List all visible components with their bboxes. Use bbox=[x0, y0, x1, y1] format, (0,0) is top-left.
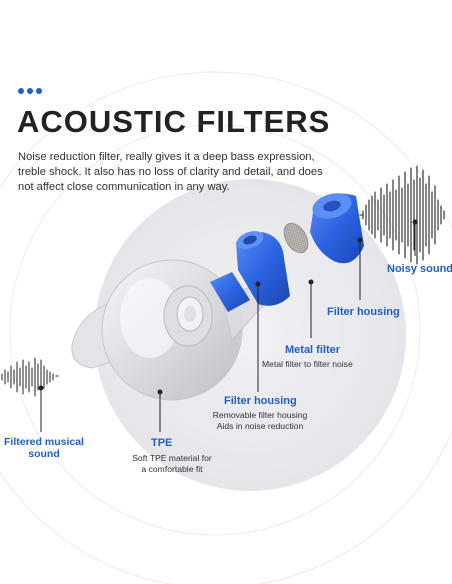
filter-housing-part bbox=[210, 231, 290, 312]
filter-housing-cap bbox=[310, 193, 364, 264]
page-title: ACOUSTIC FILTERS bbox=[17, 104, 331, 139]
metal-filter-part bbox=[283, 222, 309, 254]
filter-housing-desc-1: Removable filter housing bbox=[212, 410, 308, 420]
tpe-desc-2: a comfortable fit bbox=[141, 464, 203, 474]
filtered-sound-label-1: Filtered musical bbox=[4, 436, 84, 448]
filtered-sound-label-2: sound bbox=[28, 448, 60, 460]
tpe-label: TPE bbox=[151, 437, 173, 449]
tpe-desc-1: Soft TPE material for bbox=[132, 453, 212, 463]
sound-wave-noisy-icon bbox=[359, 165, 445, 265]
metal-filter-label: Metal filter bbox=[285, 344, 341, 356]
background-rings bbox=[0, 71, 452, 584]
filter-housing-desc-2: Aids in noise reduction bbox=[216, 421, 304, 431]
leader-lines bbox=[38, 219, 418, 432]
filter-housing-top-label: Filter housing bbox=[327, 306, 400, 318]
ear-tip-illustration bbox=[71, 259, 269, 401]
noisy-sound-label: Noisy sound bbox=[387, 263, 452, 275]
header-dots-icon bbox=[18, 88, 42, 94]
filter-housing-label: Filter housing bbox=[224, 395, 297, 407]
dot bbox=[36, 88, 42, 94]
page-description: Noise reduction filter, really gives it … bbox=[18, 151, 323, 193]
dot bbox=[18, 88, 24, 94]
dot bbox=[27, 88, 33, 94]
metal-filter-desc: Metal filter to filter noise bbox=[262, 359, 353, 369]
sound-wave-filtered-icon bbox=[1, 357, 59, 397]
